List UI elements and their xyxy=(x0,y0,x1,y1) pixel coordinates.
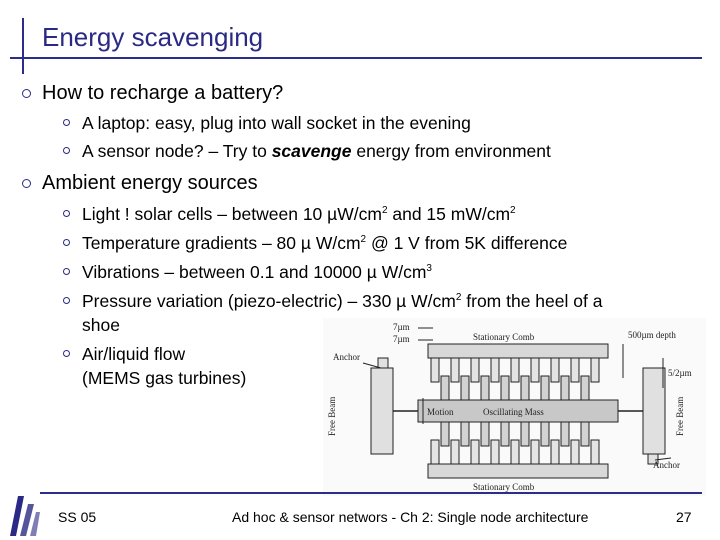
fig-label-gap: 5/2µm xyxy=(668,368,692,378)
sub-bullet-pressure: Pressure variation (piezo-electric) – 33… xyxy=(63,289,602,313)
fig-label-anchor-top: Anchor xyxy=(333,352,360,362)
title-underline xyxy=(10,57,702,59)
bullet-dot-icon xyxy=(22,89,31,98)
footer-page-number: 27 xyxy=(676,509,692,525)
bullet-dot-icon xyxy=(63,350,70,357)
sub-bullet-temperature: Temperature gradients – 80 µ W/cm2 @ 1 V… xyxy=(63,231,567,255)
university-logo-icon xyxy=(10,496,40,536)
sub-bullet-vibrations: Vibrations – between 0.1 and 10000 µ W/c… xyxy=(63,260,432,284)
fig-label-stationary-comb-top: Stationary Comb xyxy=(473,332,535,342)
footer-title: Ad hoc & sensor networs - Ch 2: Single n… xyxy=(232,509,589,525)
fig-label-oscillating-mass: Oscillating Mass xyxy=(483,407,544,417)
footer-rule xyxy=(40,492,702,494)
bullet-recharge: How to recharge a battery? xyxy=(22,81,283,105)
fig-label-7um-b: 7µm xyxy=(393,334,410,344)
fig-label-motion: Motion xyxy=(427,407,454,417)
sub-bullet-pressure-cont: shoe xyxy=(82,315,120,335)
fig-label-depth: 500µm depth xyxy=(628,330,676,340)
sub-bullet-light: Light ! solar cells – between 10 µW/cm2 … xyxy=(63,202,516,226)
bullet-dot-icon xyxy=(63,297,70,304)
mems-oscillator-figure: 7µm 7µm Stationary Comb 500µm depth Anch… xyxy=(323,318,706,496)
scavenge-emphasis: scavenge xyxy=(271,141,352,161)
fig-label-free-beam-right: Free Beam xyxy=(675,397,685,436)
bullet-dot-icon xyxy=(63,210,70,217)
slide-title: Energy scavenging xyxy=(42,22,264,52)
title-accent-vertical xyxy=(22,18,24,74)
fig-label-stationary-comb-bottom: Stationary Comb xyxy=(473,482,535,492)
sub-bullet-laptop: A laptop: easy, plug into wall socket in… xyxy=(63,111,471,135)
bullet-dot-icon xyxy=(63,119,70,126)
sub-bullet-airflow: Air/liquid flow xyxy=(63,342,185,366)
footer-course: SS 05 xyxy=(58,509,97,525)
sub-bullet-airflow-cont: (MEMS gas turbines) xyxy=(82,368,247,388)
bullet-dot-icon xyxy=(63,239,70,246)
sub-bullet-sensor-node: A sensor node? – Try to scavenge energy … xyxy=(63,139,551,163)
fig-label-anchor-bottom: Anchor xyxy=(653,460,680,470)
bullet-dot-icon xyxy=(63,147,70,154)
fig-label-7um-a: 7µm xyxy=(393,322,410,332)
bullet-dot-icon xyxy=(22,179,31,188)
fig-label-free-beam-left: Free Beam xyxy=(327,397,337,436)
bullet-dot-icon xyxy=(63,268,70,275)
bullet-ambient-sources: Ambient energy sources xyxy=(22,171,258,195)
